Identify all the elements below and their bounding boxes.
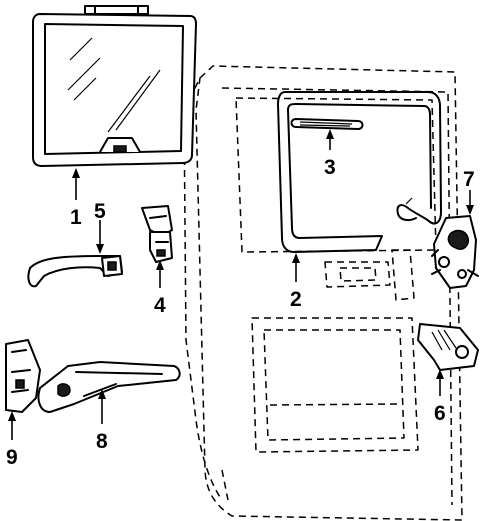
window-glass-part — [32, 5, 197, 167]
callout-8: 8 — [96, 430, 108, 453]
callout-6: 6 — [434, 402, 446, 425]
lock-clip-part — [141, 205, 173, 263]
callout-5: 5 — [94, 200, 106, 223]
trim-strip-part — [290, 118, 364, 130]
callout-9: 9 — [6, 446, 18, 469]
callout-4: 4 — [154, 294, 166, 317]
latch-part — [417, 323, 479, 371]
callout-7: 7 — [463, 168, 475, 191]
lock-actuator-part — [431, 215, 479, 289]
door-check-part — [37, 361, 181, 413]
callout-2: 2 — [290, 288, 302, 311]
callout-1: 1 — [70, 206, 82, 229]
hinge-part — [5, 339, 41, 413]
door-shell — [183, 65, 463, 521]
outside-handle-part — [27, 255, 123, 288]
leader-lines — [8, 129, 474, 440]
callout-3: 3 — [324, 156, 336, 179]
window-run-channel-part — [277, 91, 442, 253]
